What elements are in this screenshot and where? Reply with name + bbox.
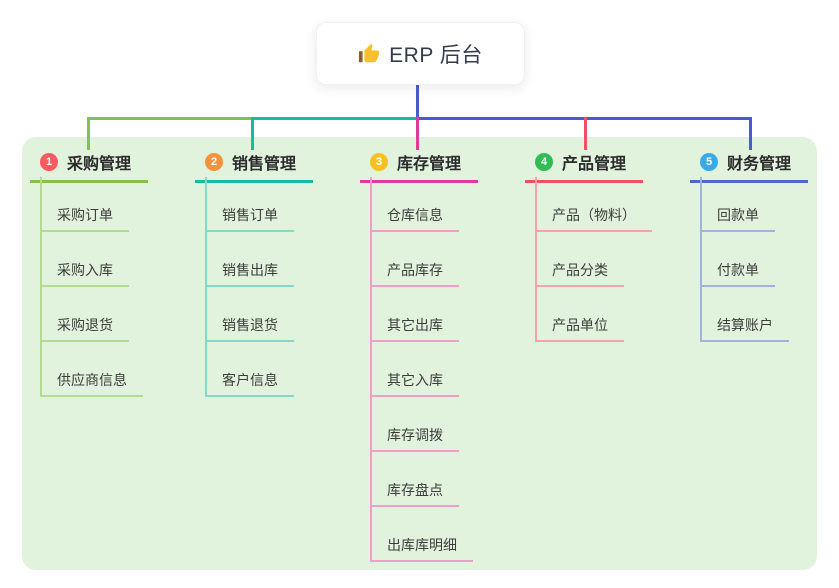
branch-label: 采购管理 [67,156,132,173]
node-other-inbound[interactable]: 其它入库 [370,342,459,397]
node-payment-bill[interactable]: 付款单 [700,232,775,287]
node-settlement-account[interactable]: 结算账户 [700,287,789,342]
branch-node-purchase[interactable]: 1 采购管理 [30,145,148,183]
branch-number-badge: 4 [535,153,553,171]
node-product-category[interactable]: 产品分类 [535,232,624,287]
node-product-stock[interactable]: 产品库存 [370,232,459,287]
branch-node-product[interactable]: 4 产品管理 [525,145,643,183]
branch-rail [700,177,702,342]
root-node-erp[interactable]: ERP 后台 [316,22,525,85]
branch-item-list: 仓库信息 产品库存 其它出库 其它入库 库存调拨 库存盘点 出库库明细 [370,177,473,562]
branch-rail [370,177,372,562]
node-warehouse-info[interactable]: 仓库信息 [370,177,459,232]
root-node-title: ERP 后台 [389,43,483,67]
drop-connector-purchase [87,117,90,150]
branch-label: 产品管理 [562,156,627,173]
bus-connector-purchase [87,117,253,120]
node-other-outbound[interactable]: 其它出库 [370,287,459,342]
drop-connector-product [584,117,587,150]
node-receipt-bill[interactable]: 回款单 [700,177,775,232]
branch-node-inventory[interactable]: 3 库存管理 [360,145,478,183]
branch-node-finance[interactable]: 5 财务管理 [690,145,808,183]
branch-item-list: 回款单 付款单 结算账户 [700,177,789,342]
branch-rail [40,177,42,397]
node-purchase-inbound[interactable]: 采购入库 [40,232,129,287]
node-purchase-order[interactable]: 采购订单 [40,177,129,232]
node-product-material[interactable]: 产品（物料） [535,177,652,232]
node-outbound-detail[interactable]: 出库库明细 [370,507,473,562]
node-sales-outbound[interactable]: 销售出库 [205,232,294,287]
mindmap-board [22,137,817,570]
node-stock-count[interactable]: 库存盘点 [370,452,459,507]
branch-finance: 5 财务管理 回款单 付款单 结算账户 [690,145,839,342]
branch-node-sales[interactable]: 2 销售管理 [195,145,313,183]
node-purchase-return[interactable]: 采购退货 [40,287,129,342]
branch-number-badge: 5 [700,153,718,171]
node-sales-return[interactable]: 销售退货 [205,287,294,342]
drop-connector-sales [251,117,254,150]
node-stock-transfer[interactable]: 库存调拨 [370,397,459,452]
branch-product: 4 产品管理 产品（物料） 产品分类 产品单位 [525,145,677,342]
bus-connector-sales [251,117,418,120]
branch-number-badge: 1 [40,153,58,171]
drop-connector-finance [749,117,752,150]
branch-item-list: 销售订单 销售出库 销售退货 客户信息 [205,177,294,397]
branch-label: 财务管理 [727,156,792,173]
branch-label: 销售管理 [232,156,297,173]
branch-number-badge: 3 [370,153,388,171]
node-customer-info[interactable]: 客户信息 [205,342,294,397]
branch-number-badge: 2 [205,153,223,171]
node-product-unit[interactable]: 产品单位 [535,287,624,342]
branch-rail [535,177,537,342]
node-sales-order[interactable]: 销售订单 [205,177,294,232]
branch-sales: 2 销售管理 销售订单 销售出库 销售退货 客户信息 [195,145,347,397]
branch-inventory: 3 库存管理 仓库信息 产品库存 其它出库 其它入库 库存调拨 库存盘点 出库库… [360,145,512,562]
thumbs-up-icon [358,43,380,65]
branch-rail [205,177,207,397]
branch-label: 库存管理 [397,156,462,173]
branch-purchase: 1 采购管理 采购订单 采购入库 采购退货 供应商信息 [30,145,182,397]
branch-item-list: 产品（物料） 产品分类 产品单位 [535,177,652,342]
node-supplier-info[interactable]: 供应商信息 [40,342,143,397]
drop-connector-inventory [416,117,419,150]
root-stem-connector [416,84,419,119]
branch-item-list: 采购订单 采购入库 采购退货 供应商信息 [40,177,143,397]
